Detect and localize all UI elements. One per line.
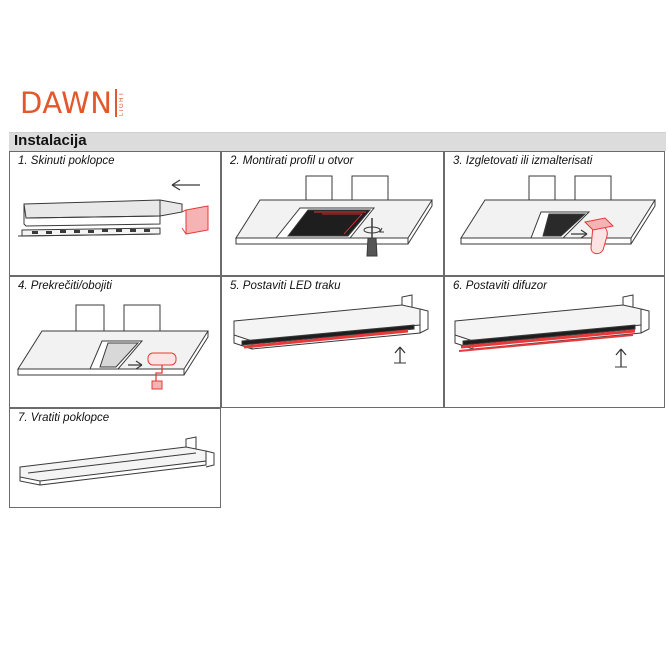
step-1-panel: 1. Skinuti poklopce [9, 151, 221, 276]
step-5-panel: 5. Postaviti LED traku [221, 276, 444, 408]
step-2-label: 2. Montirati profil u otvor [230, 155, 354, 167]
step-7-panel: 7. Vratiti poklopce [9, 408, 221, 508]
step-3-label: 3. Izgletovati ili izmalterisati [453, 155, 593, 167]
step-6-label: 6. Postaviti difuzor [453, 280, 547, 292]
step-4-label: 4. Prekrečiti/obojiti [18, 280, 112, 292]
installation-steps-grid: 1. Skinuti poklopce [9, 151, 665, 508]
step-1-illustration [17, 179, 209, 237]
step-3-illustration [460, 175, 656, 255]
step-2-illustration [235, 175, 433, 257]
step-2-panel: 2. Montirati profil u otvor [221, 151, 444, 276]
brand-logo: DAWN LIGHT [20, 86, 125, 120]
page-title: Instalacija [14, 132, 87, 149]
brand-divider [115, 89, 118, 117]
step-5-label: 5. Postaviti LED traku [230, 280, 341, 292]
step-3-panel: 3. Izgletovati ili izmalterisati [444, 151, 665, 276]
step-1-label: 1. Skinuti poklopce [18, 155, 115, 167]
step-7-illustration [19, 436, 215, 486]
step-6-panel: 6. Postaviti difuzor [444, 276, 665, 408]
step-7-label: 7. Vratiti poklopce [18, 412, 110, 424]
section-header-band [9, 132, 666, 151]
step-4-illustration [17, 304, 209, 390]
brand-sub: LIGHT [119, 90, 126, 116]
step-5-illustration [233, 294, 429, 364]
brand-name: DAWN [20, 86, 113, 120]
step-4-panel: 4. Prekrečiti/obojiti [9, 276, 221, 408]
step-6-illustration [454, 294, 650, 368]
